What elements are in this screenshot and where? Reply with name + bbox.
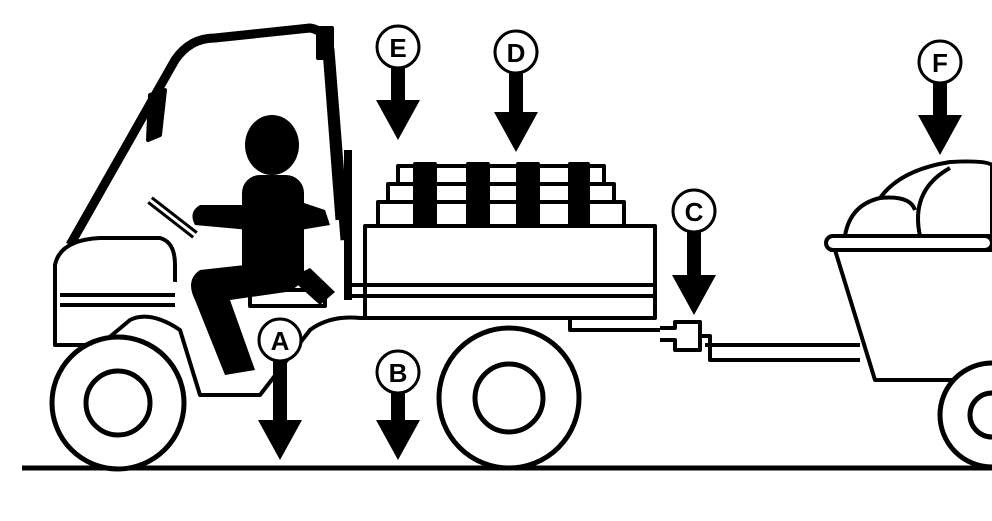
callout-circle (375, 24, 421, 70)
trailer-hitch (660, 320, 860, 362)
callout-label: F (932, 48, 948, 78)
arrow-down-icon (376, 67, 420, 140)
callout-label: B (389, 358, 408, 388)
callout-a: A (257, 317, 303, 460)
rollbar-mount (316, 26, 334, 60)
callout-circle (257, 317, 303, 363)
callout-circle (917, 39, 963, 85)
arrow-down-icon (258, 360, 302, 460)
callout-d: D (493, 29, 539, 152)
callout-f: F (917, 39, 963, 155)
handle (146, 88, 167, 142)
callout-label: C (685, 197, 704, 227)
callout-c: C (671, 188, 717, 315)
cargo-load (376, 162, 626, 228)
callout-label: A (271, 326, 290, 356)
arrow-down-icon (672, 231, 716, 315)
cargo-box (363, 224, 657, 320)
callout-label: D (507, 38, 526, 68)
callout-b: B (375, 349, 421, 460)
callout-circle (375, 349, 421, 395)
arrow-down-icon (918, 82, 962, 155)
driver-silhouette (191, 115, 335, 375)
trailer-load (843, 159, 992, 238)
callout-circle (493, 29, 539, 75)
callout-label: E (389, 33, 406, 63)
callout-circle (671, 188, 717, 234)
callout-e: E (375, 24, 421, 140)
arrow-down-icon (494, 72, 538, 152)
arrow-down-icon (376, 392, 420, 460)
trailer-wheel (937, 360, 992, 470)
